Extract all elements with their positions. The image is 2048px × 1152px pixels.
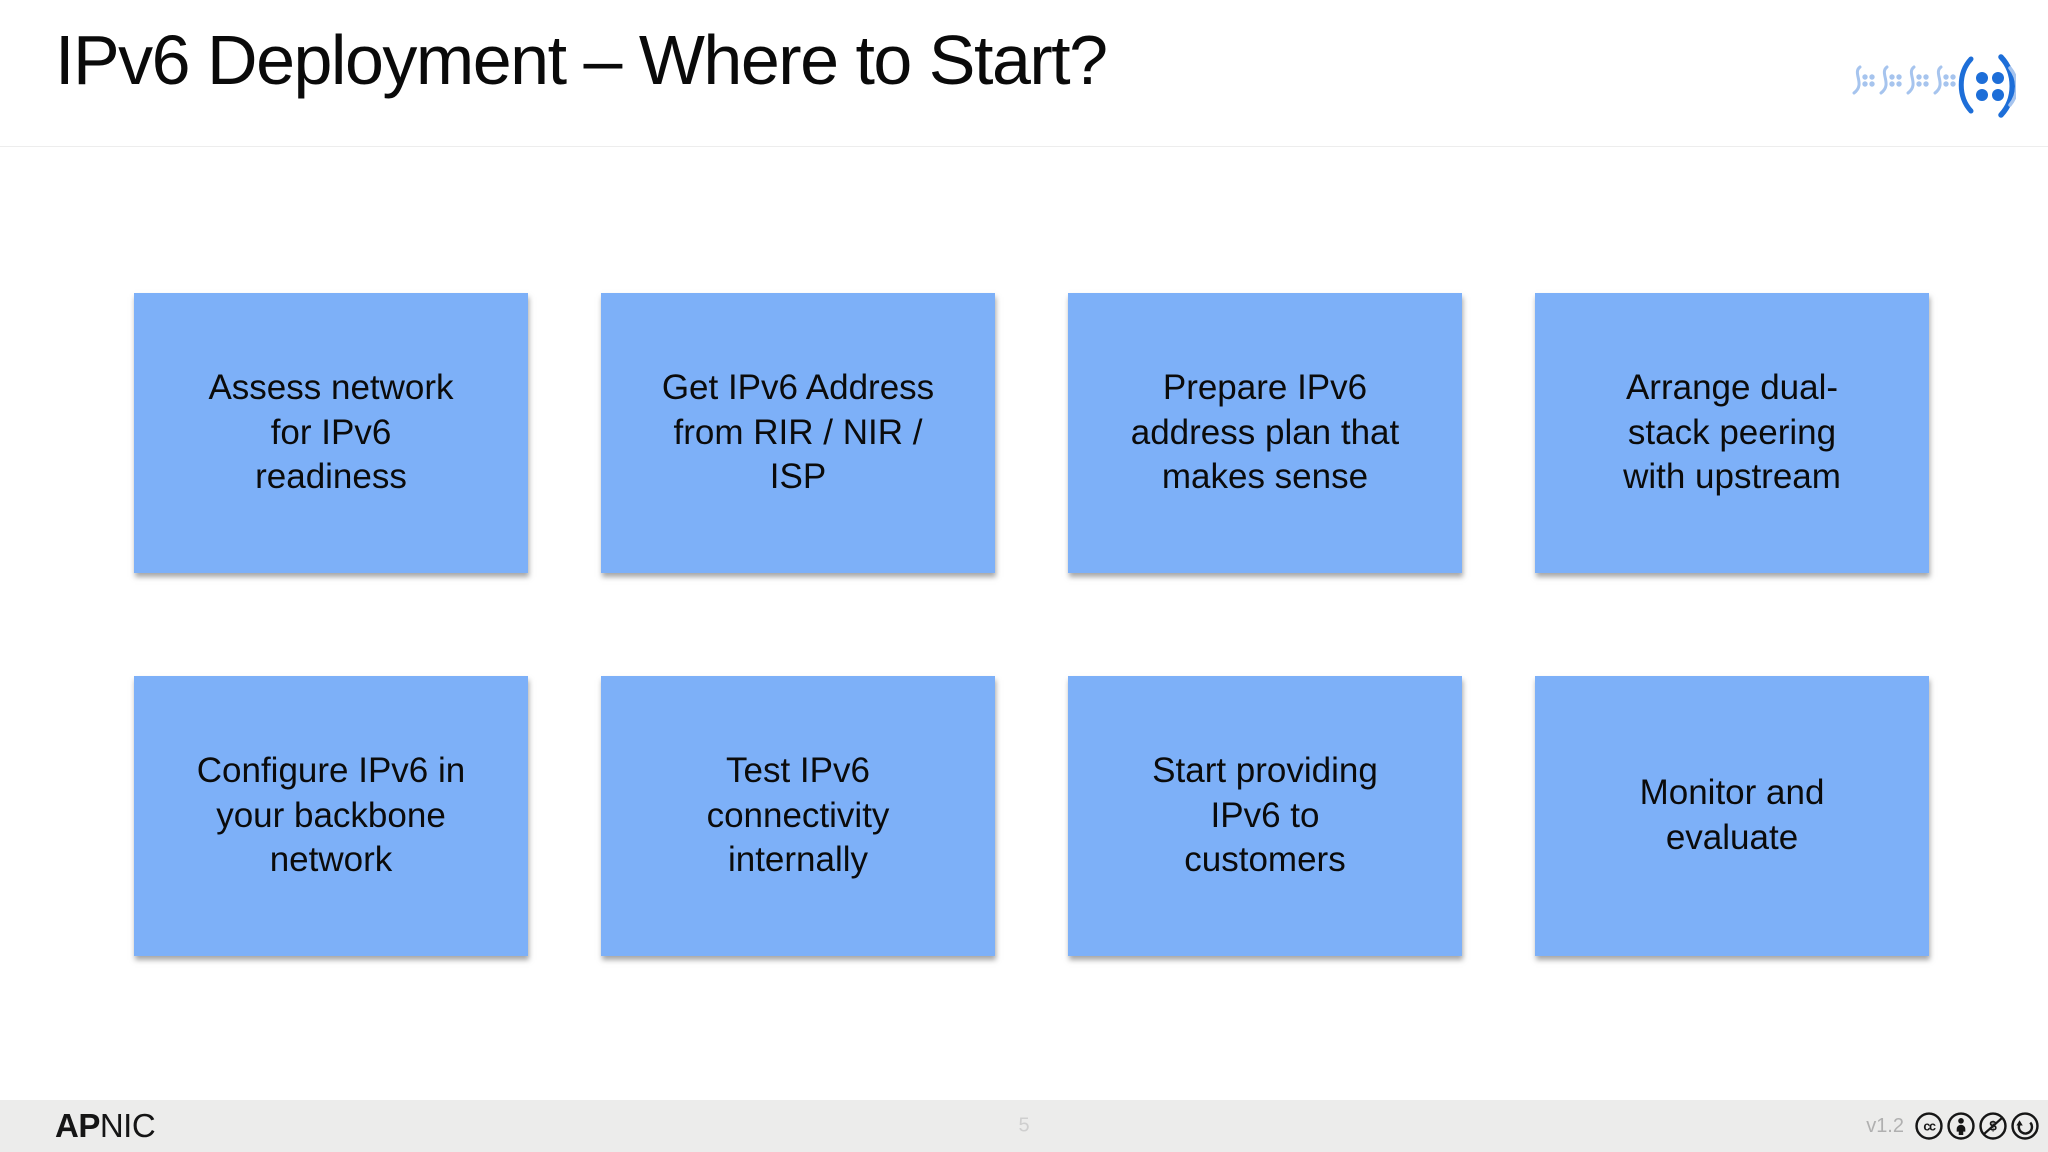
step-label: Arrange dual- stack peering with upstrea… [1623, 367, 1841, 497]
step-label: Prepare IPv6 address plan that makes sen… [1130, 367, 1400, 497]
step-box-provide-customers: Start providing IPv6 to customers [1068, 676, 1462, 956]
step-label: Assess network for IPv6 readiness [208, 367, 454, 497]
page-title: IPv6 Deployment – Where to Start? [55, 21, 1108, 99]
svg-text:cc: cc [1923, 1120, 1936, 1134]
cc-icon: cc [1915, 1112, 1943, 1140]
slide-header: IPv6 Deployment – Where to Start? [0, 0, 2048, 147]
step-label: Get IPv6 Address from RIR / NIR / ISP [661, 367, 935, 497]
footer-license-area: v1.2 cc $ [1866, 1111, 2040, 1141]
steps-grid: Assess network for IPv6 readiness Get IP… [134, 293, 1929, 956]
slide-footer: APNIC 5 v1.2 cc $ [0, 1100, 2048, 1152]
step-box-assess: Assess network for IPv6 readiness [134, 293, 528, 573]
cc-nc-icon: $ [1979, 1112, 2007, 1140]
step-box-address-plan: Prepare IPv6 address plan that makes sen… [1068, 293, 1462, 573]
version-label: v1.2 [1866, 1114, 1904, 1137]
apnic-wordmark: APNIC [55, 1107, 156, 1145]
step-label: Start providing IPv6 to customers [1152, 750, 1378, 880]
apnic-wordmark-bold: AP [55, 1107, 100, 1144]
step-box-configure-backbone: Configure IPv6 in your backbone network [134, 676, 528, 956]
apnic-logo-icon [1852, 54, 2016, 118]
step-box-peering: Arrange dual- stack peering with upstrea… [1535, 293, 1929, 573]
cc-sa-icon [2011, 1112, 2039, 1140]
cc-by-icon [1947, 1112, 1975, 1140]
cc-license-icons: cc $ [1914, 1111, 2040, 1141]
page-number: 5 [1018, 1114, 1030, 1137]
step-label: Test IPv6 connectivity internally [706, 750, 890, 880]
step-label: Configure IPv6 in your backbone network [196, 750, 466, 880]
step-box-monitor: Monitor and evaluate [1535, 676, 1929, 956]
step-label: Monitor and evaluate [1639, 773, 1825, 857]
step-box-test-connectivity: Test IPv6 connectivity internally [601, 676, 995, 956]
step-box-get-address: Get IPv6 Address from RIR / NIR / ISP [601, 293, 995, 573]
apnic-wordmark-regular: NIC [99, 1107, 156, 1144]
